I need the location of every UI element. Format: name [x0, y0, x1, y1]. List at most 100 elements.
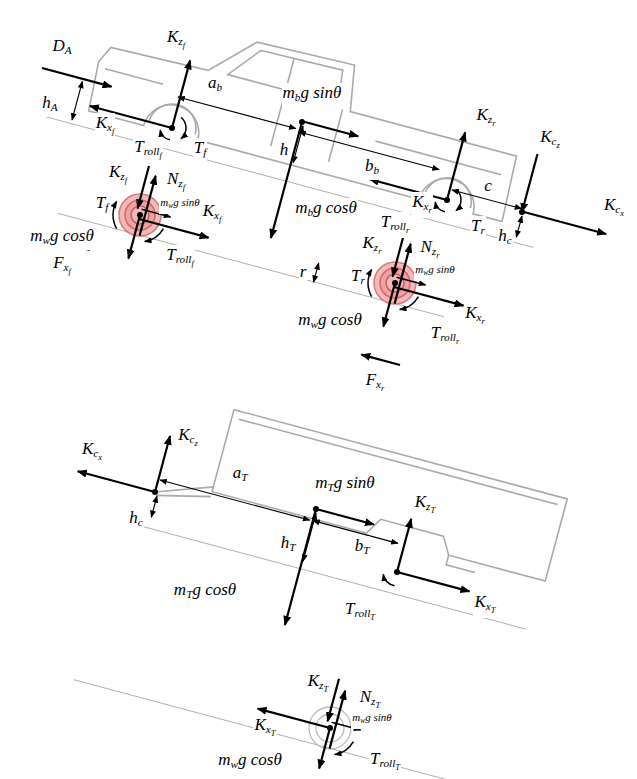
symbol-label: NzT [359, 687, 381, 712]
label-part: roll [379, 758, 395, 770]
label-part: a [208, 73, 217, 92]
label-part: K [476, 105, 487, 124]
label-part: x [266, 724, 271, 736]
label-part: w [360, 717, 365, 725]
label-part: z [319, 680, 323, 692]
dimension-arrow [293, 126, 303, 163]
label-part: T [345, 599, 354, 618]
dimension-arrow [516, 216, 522, 237]
label-part: r [406, 225, 409, 235]
label-part: x [376, 379, 381, 391]
symbol-label: Kcx [603, 195, 625, 220]
label-part: T [431, 323, 440, 342]
symbol-label: Kzr [475, 105, 496, 130]
axle-point [392, 280, 398, 286]
symbol-label: KxT [473, 592, 496, 617]
label-part: b [295, 92, 301, 104]
symbol-label: bb [364, 156, 380, 180]
force-arrow [155, 436, 170, 492]
label-part: c [552, 136, 557, 148]
label-part: roll [144, 146, 160, 158]
symbol-label: Tr [350, 266, 366, 290]
label-part: roll [390, 221, 406, 233]
label-part: z [426, 501, 430, 513]
label-part: g sinθ [173, 196, 200, 208]
symbol-label: Kxr [411, 192, 433, 217]
label-part: T [381, 212, 390, 231]
symbol-label: hc [497, 226, 512, 250]
force-arrow [305, 122, 358, 136]
label-part: K [167, 27, 178, 46]
ground-line [74, 680, 499, 779]
label-part: w [311, 319, 318, 331]
symbol-label: Kzf [166, 27, 186, 52]
symbol-label: Tf [95, 193, 110, 217]
label-part: x [424, 201, 429, 213]
label-part: T [289, 542, 295, 554]
symbol-label: Kxf [202, 201, 223, 226]
label-part: T [430, 505, 435, 515]
torque-arrow [383, 574, 394, 585]
symbol-label: hc [128, 508, 143, 532]
torque-arrow [368, 270, 372, 297]
label-part: w [423, 269, 428, 277]
torque-arrow [456, 189, 461, 210]
torque-arrow [335, 742, 354, 755]
dimension-arrow [72, 81, 82, 120]
label-part: K [540, 127, 551, 146]
torque-arrow [145, 229, 164, 242]
label-part: g cosθ [238, 750, 282, 769]
label-part: f [183, 40, 185, 50]
label-part: roll [176, 254, 192, 266]
symbol-label: mwg sinθ [414, 263, 455, 280]
force-arrow [394, 287, 464, 306]
label-part: z [488, 114, 492, 126]
label-part: A [65, 45, 72, 57]
symbol-label: Fxf [52, 253, 72, 278]
label-part: b [216, 82, 222, 94]
axle-point [137, 212, 143, 218]
label-part: g cosθ [50, 226, 94, 245]
label-part: T [363, 545, 369, 557]
axle-point [299, 119, 305, 125]
symbol-label: mbg cosθ [294, 198, 358, 222]
force-arrow [393, 234, 404, 277]
label-part: T [194, 138, 203, 157]
label-part: z [432, 246, 436, 258]
symbol-label: KzT [307, 671, 329, 696]
symbol-label: KzT [414, 492, 436, 517]
label-part: x [477, 312, 482, 324]
label-part: m [415, 263, 423, 275]
label-part: K [178, 425, 189, 444]
label-part: a [233, 463, 242, 482]
label-part: F [53, 253, 63, 272]
label-part: r [456, 336, 459, 346]
label-part: T [166, 245, 175, 264]
label-part: c [484, 176, 492, 195]
label-part: r [492, 118, 495, 128]
force-arrow [395, 244, 411, 304]
symbol-label: TrollT [344, 599, 376, 624]
force-arrow [140, 176, 156, 236]
force-arrow [139, 219, 209, 238]
label-part: c [138, 517, 143, 529]
label-part: r [429, 205, 432, 215]
label-part: m [298, 310, 310, 329]
label-part: z [120, 171, 124, 183]
label-part: b [365, 156, 374, 175]
label-part: w [43, 235, 50, 247]
label-part: K [254, 715, 265, 734]
label-part: T [241, 472, 247, 484]
label-part: r [378, 246, 381, 256]
axle-points [137, 119, 525, 731]
symbol-label: Kzf [108, 162, 128, 187]
axle-point [444, 197, 450, 203]
label-part: T [370, 749, 379, 768]
axle-point [169, 125, 175, 131]
symbol-label: TrollT [369, 749, 401, 774]
label-part: m [174, 580, 186, 599]
label-part: T [96, 193, 105, 212]
axle-point [394, 569, 400, 575]
symbol-label: c [483, 176, 493, 197]
